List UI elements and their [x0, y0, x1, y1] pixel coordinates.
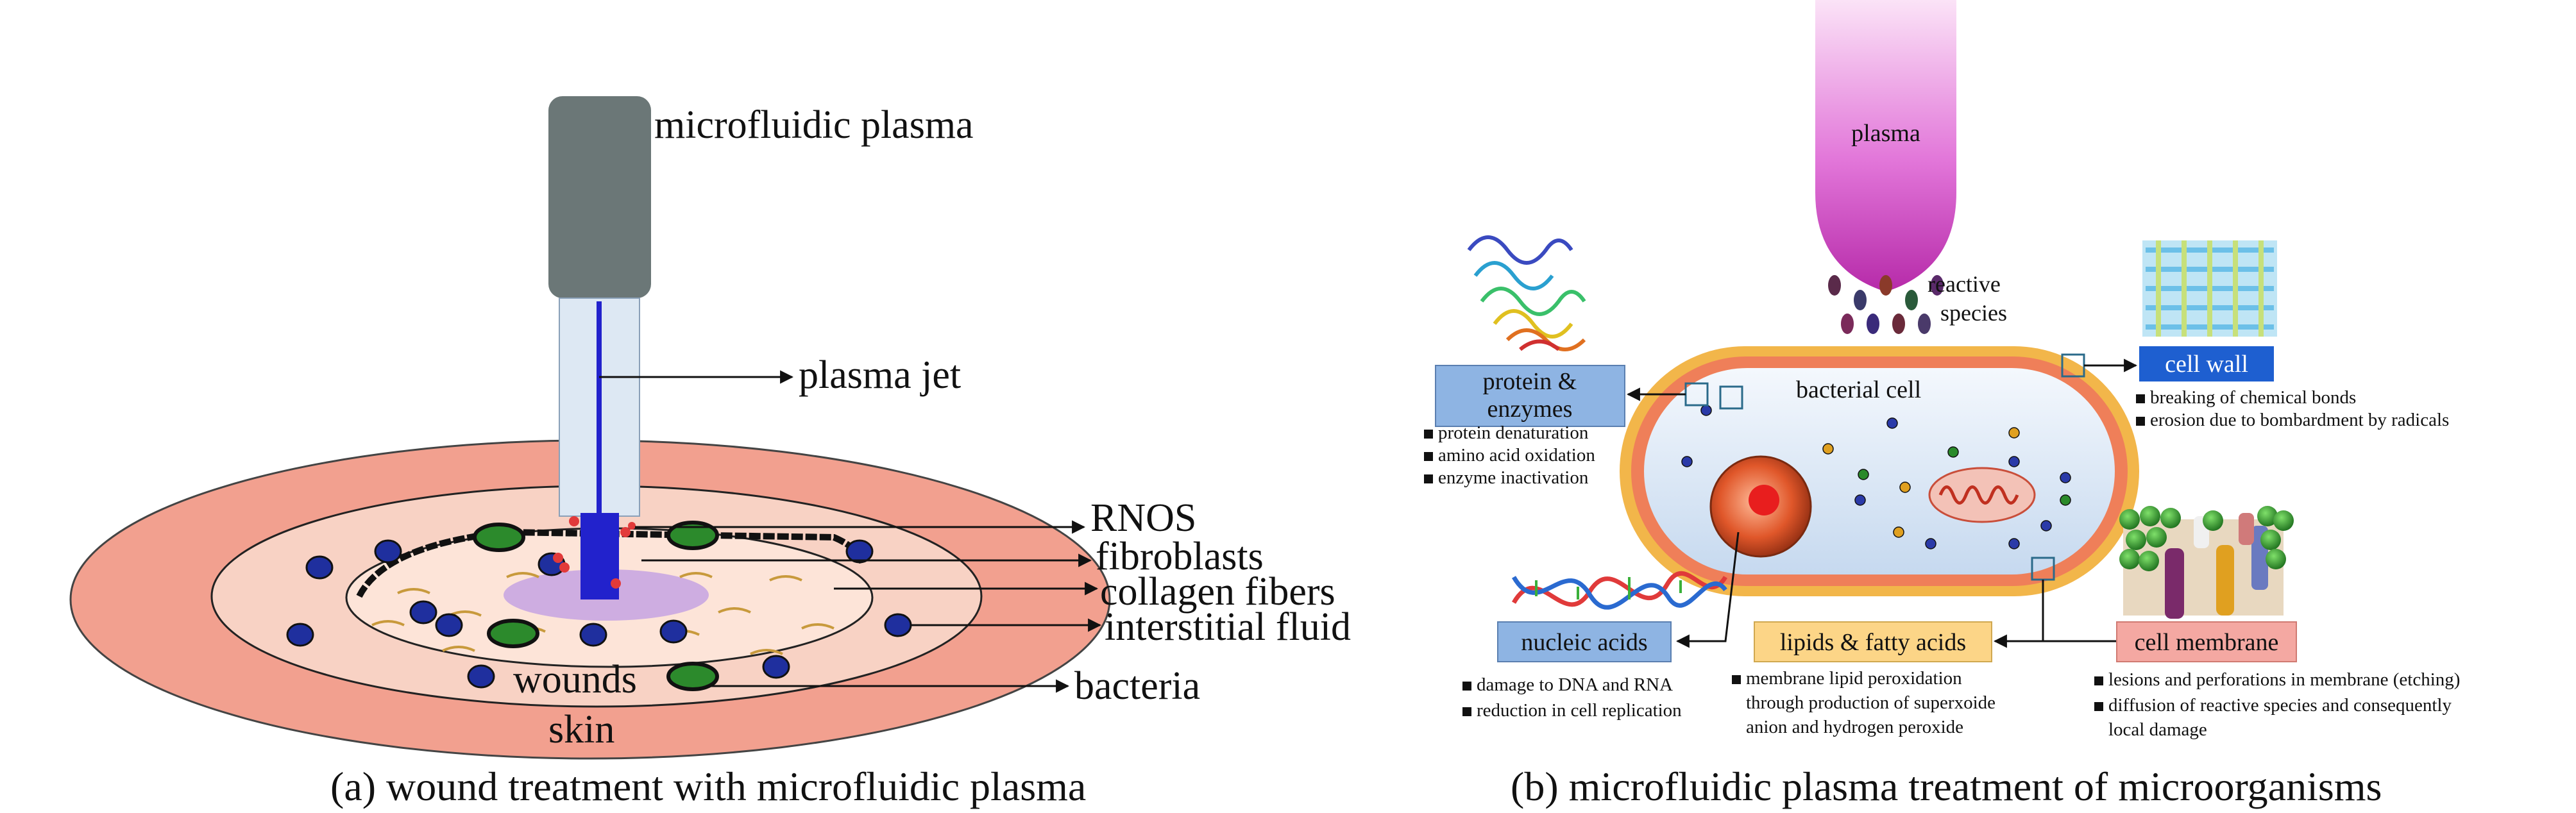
membrane-bullet-1: lesions and perforations in membrane (et…	[2108, 669, 2460, 690]
wall-bullet-1: breaking of chemical bonds	[2150, 387, 2356, 408]
label-collagen: collagen fibers	[1100, 570, 1335, 614]
label-bacterial-cell: bacterial cell	[1796, 376, 1921, 403]
bacteria-cells	[473, 521, 719, 691]
lipids-bullets: membrane lipid peroxidation through prod…	[1732, 668, 1996, 737]
label-fibroblasts: fibroblasts	[1096, 535, 1264, 578]
mitochondrion-cristae	[1938, 485, 2019, 505]
label-species: species	[1940, 300, 2007, 326]
protein-structure-icon	[1467, 235, 1586, 351]
nucleolus	[1749, 485, 1779, 515]
wall-bullets: breaking of chemical bonds erosion due t…	[2136, 387, 2449, 430]
membrane-bullets: lesions and perforations in membrane (et…	[2094, 669, 2460, 740]
mitochondrion	[1928, 467, 2036, 523]
cell-wall-structure-icon	[2142, 240, 2277, 337]
membrane-bullet-3: local damage	[2108, 719, 2207, 740]
label-device: microfluidic plasma	[654, 103, 974, 147]
microfluidic-plasma-device	[548, 96, 651, 298]
protein-title-1: protein &	[1483, 368, 1577, 395]
label-rnos: RNOS	[1090, 496, 1196, 540]
nucleic-bullet-2: reduction in cell replication	[1477, 700, 1682, 721]
caption-b: (b) microfluidic plasma treatment of mic…	[1511, 764, 2382, 809]
dna-helix-icon	[1511, 571, 1727, 610]
box-protein-enzymes	[1435, 365, 1625, 427]
box-nucleic-acids	[1497, 621, 1672, 662]
label-bacteria: bacteria	[1074, 664, 1200, 708]
membrane-title: cell membrane	[2135, 629, 2279, 656]
cell-particles	[1681, 405, 2071, 549]
jet-core	[597, 301, 602, 513]
reactive-species	[1828, 275, 1944, 334]
protein-bullet-3: enzyme inactivation	[1438, 467, 1589, 488]
panel-b: plasma reactive species bacterial cell	[1424, 0, 2460, 809]
caption-a: (a) wound treatment with microfluidic pl…	[330, 764, 1086, 809]
nucleic-arrow	[1675, 532, 1740, 648]
plasma-plume	[1815, 0, 1956, 292]
nucleic-title: nucleic acids	[1521, 629, 1647, 656]
lipids-bullet-3: anion and hydrogen peroxide	[1746, 717, 1963, 737]
nucleic-bullet-1: damage to DNA and RNA	[1477, 675, 1673, 695]
wall-bullet-2: erosion due to bombardment by radicals	[2150, 410, 2449, 430]
box-cell-wall	[2139, 346, 2274, 381]
lipids-bullet-2: through production of superxoide	[1746, 692, 1996, 713]
panel-a: microfluidic plasma plasma jet RNOS fibr…	[69, 96, 1351, 809]
wall-title: cell wall	[2165, 351, 2248, 378]
label-skin: skin	[548, 708, 614, 751]
label-interstitial-fluid: interstitial fluid	[1105, 605, 1351, 649]
protein-bullet-1: protein denaturation	[1438, 423, 1589, 443]
label-plasma-jet: plasma jet	[799, 353, 961, 397]
protein-title-2: enzymes	[1487, 396, 1573, 423]
lipids-title: lipids & fatty acids	[1780, 629, 1966, 656]
protein-bullet-2: amino acid oxidation	[1438, 445, 1595, 465]
box-cell-membrane	[2116, 621, 2297, 662]
label-wounds: wounds	[513, 658, 637, 701]
box-lipids	[1754, 621, 1992, 662]
membrane-bullet-2: diffusion of reactive species and conseq…	[2108, 695, 2452, 716]
rnos-particles	[553, 516, 636, 589]
protein-bullets: protein denaturation amino acid oxidatio…	[1424, 423, 1595, 488]
label-plasma: plasma	[1851, 120, 1920, 147]
label-reactive: reactive	[1928, 271, 2001, 297]
membrane-bilayer-icon	[2119, 506, 2294, 619]
lipids-bullet-1: membrane lipid peroxidation	[1746, 668, 1962, 689]
nucleic-bullets: damage to DNA and RNA reduction in cell …	[1462, 675, 1682, 721]
